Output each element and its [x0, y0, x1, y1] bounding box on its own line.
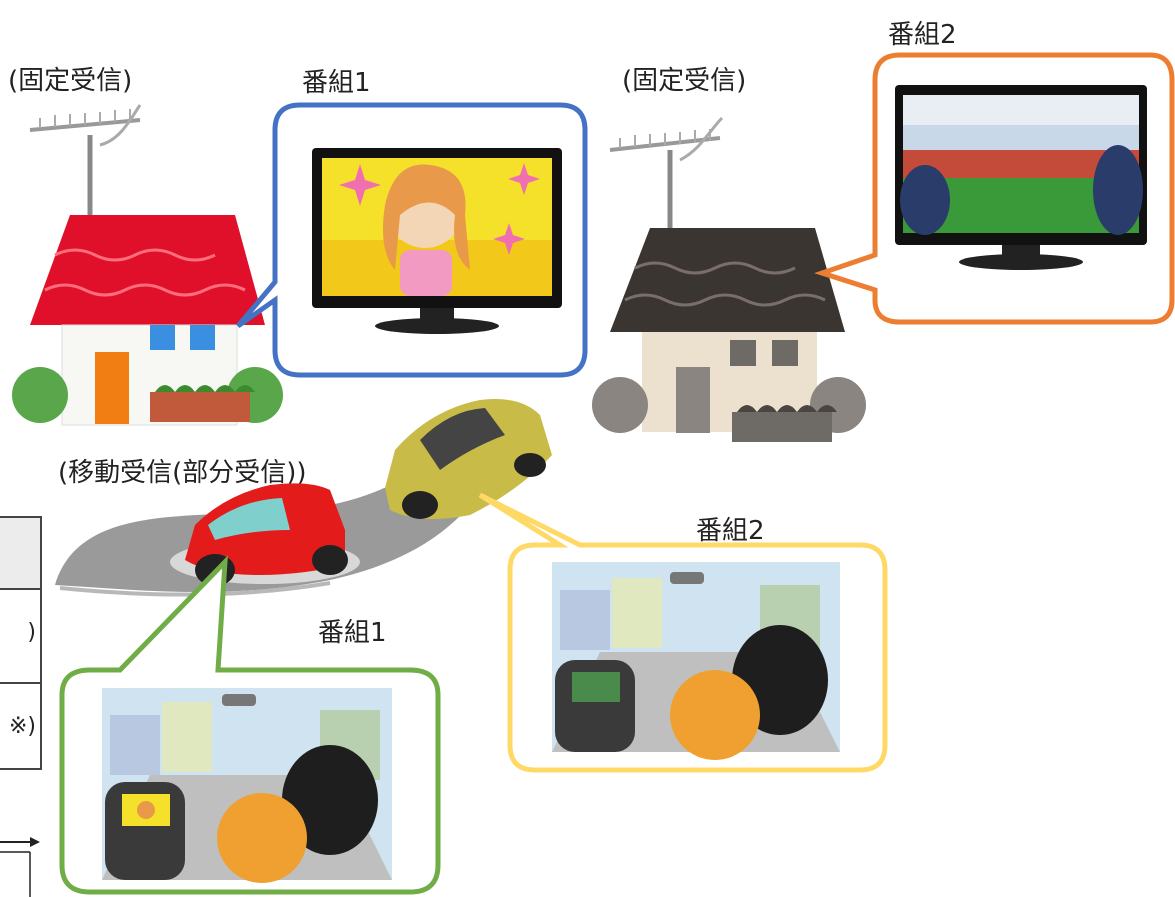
road	[55, 430, 500, 592]
fixed-reception-label-left: (固定受信)	[8, 66, 133, 96]
fixed-reception-label-right: (固定受信)	[622, 66, 747, 96]
program2-label-car: 番組2	[696, 516, 765, 546]
program2-label-house: 番組2	[888, 20, 957, 50]
house-red-roof-icon	[12, 104, 283, 426]
program1-label-house: 番組1	[302, 68, 371, 98]
table-row: ※)	[0, 684, 40, 772]
program2-car-bubble	[478, 492, 888, 773]
arrow-fragment	[0, 837, 40, 897]
program1-label-car: 番組1	[318, 618, 387, 648]
table-fragment: ) ※)	[0, 516, 42, 770]
program1-car-bubble	[59, 555, 441, 895]
table-header-cell	[0, 518, 40, 590]
red-car-icon	[170, 483, 360, 586]
program2-tv-bubble	[814, 52, 1175, 325]
table-row: )	[0, 590, 40, 684]
table-cell-text: ※)	[8, 714, 36, 739]
program1-tv-bubble	[236, 102, 588, 378]
yellow-car-icon	[385, 399, 552, 519]
table-cell-text: )	[27, 620, 36, 645]
mobile-reception-label: (移動受信(部分受信))	[58, 458, 307, 488]
house-dark-roof-icon	[592, 116, 866, 442]
